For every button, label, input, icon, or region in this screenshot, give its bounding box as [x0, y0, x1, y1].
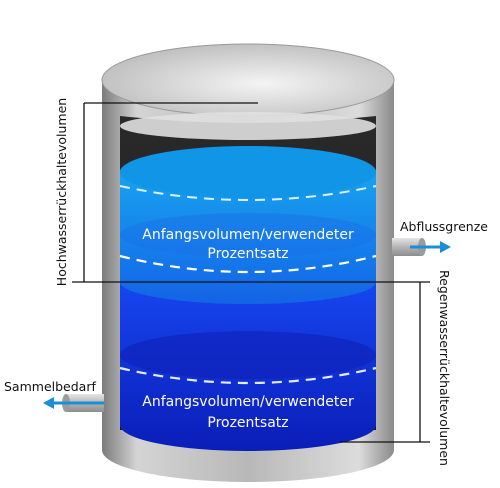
lower-volume-label: Anfangsvolumen/verwendeter — [142, 394, 354, 410]
level-line-1 — [119, 185, 377, 201]
rain-retention-label: Regenwasserrückhaltevolumen — [437, 270, 452, 466]
collection-arrow-icon — [43, 397, 54, 409]
outflow-limit-label: Abflussgrenze — [400, 219, 488, 234]
level-line-2 — [119, 254, 377, 274]
tank-lid — [101, 43, 395, 117]
lower-volume-label-2: Prozentsatz — [207, 415, 288, 431]
outflow-arrow-icon — [440, 241, 451, 253]
outflow-pipe — [392, 238, 422, 256]
collection-demand-label: Sammelbedarf — [4, 379, 96, 394]
upper-volume-label: Anfangsvolumen/verwendeter — [142, 227, 354, 243]
dimension-lines — [72, 102, 430, 443]
flood-retention-label: Hochwasserrückhaltevolumen — [54, 98, 69, 286]
upper-volume-label-2: Prozentsatz — [207, 246, 288, 262]
water-upper — [120, 170, 376, 304]
level-line-3 — [119, 366, 377, 385]
